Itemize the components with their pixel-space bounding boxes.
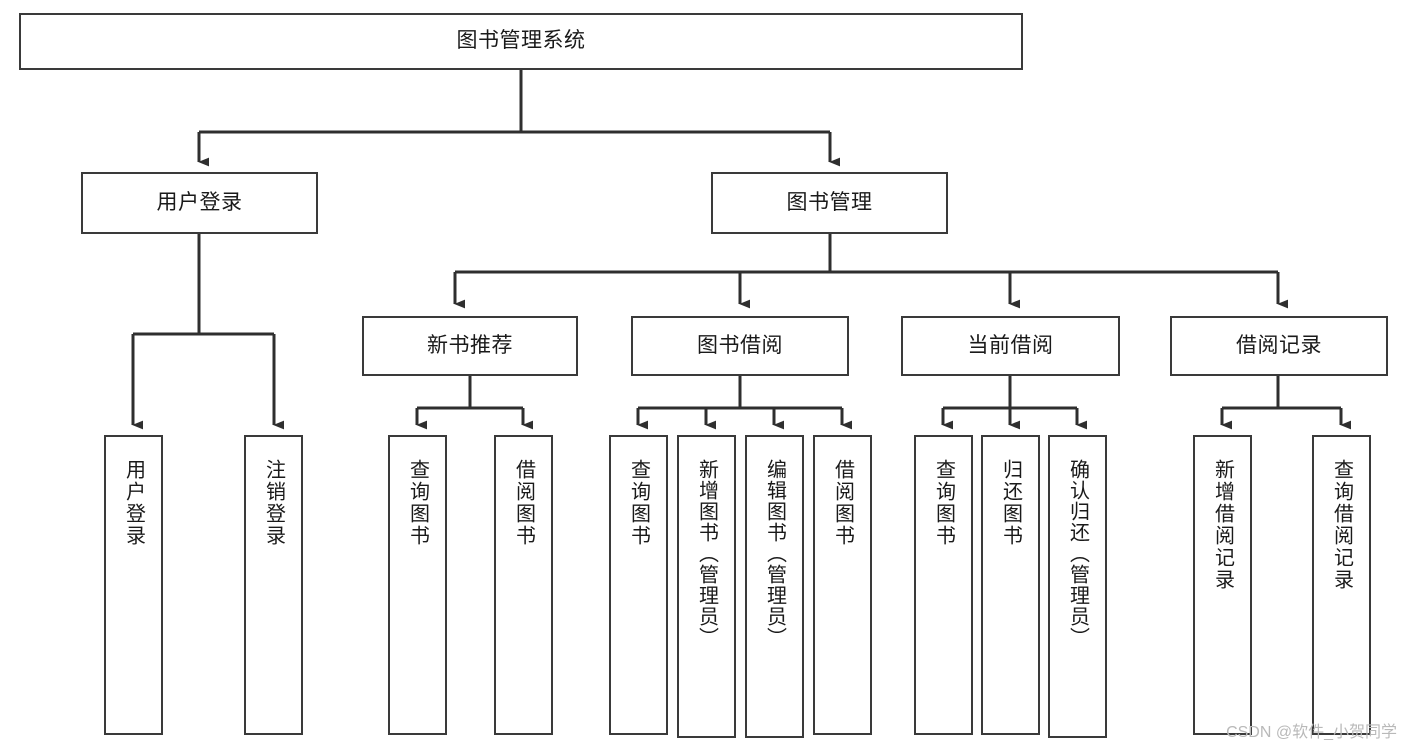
watermark-text: CSDN @软件_小贺同学 [1226, 724, 1397, 741]
node-leaf-edit-book-admin[interactable]: 编辑图书（管理员） [745, 435, 804, 738]
node-leaf-query-book-3[interactable]: 查询图书 [914, 435, 973, 735]
node-user-login[interactable]: 用户登录 [81, 172, 318, 234]
node-leaf-query-borrow-record-label: 查询借阅记录 [1330, 459, 1353, 591]
node-borrow-record-label: 借阅记录 [1236, 333, 1322, 357]
node-leaf-logout-login-label: 注销登录 [262, 459, 285, 547]
node-leaf-user-login[interactable]: 用户登录 [104, 435, 163, 735]
node-current-borrow[interactable]: 当前借阅 [901, 316, 1120, 376]
node-book-management-label: 图书管理 [786, 190, 873, 214]
node-leaf-add-book-admin-label: 新增图书（管理员） [695, 459, 718, 648]
node-leaf-borrow-book-1-label: 借阅图书 [512, 459, 535, 547]
node-borrow-record[interactable]: 借阅记录 [1170, 316, 1388, 376]
node-leaf-borrow-book-1[interactable]: 借阅图书 [494, 435, 553, 735]
node-leaf-query-book-1-label: 查询图书 [406, 459, 429, 547]
node-book-management[interactable]: 图书管理 [711, 172, 948, 234]
node-leaf-return-book[interactable]: 归还图书 [981, 435, 1040, 735]
node-user-login-label: 用户登录 [156, 190, 243, 214]
node-leaf-add-borrow-record-label: 新增借阅记录 [1211, 459, 1234, 591]
node-leaf-return-book-label: 归还图书 [999, 459, 1022, 547]
node-new-book-recommend-label: 新书推荐 [427, 333, 513, 357]
node-book-borrow-label: 图书借阅 [697, 333, 783, 357]
node-root-label: 图书管理系统 [456, 29, 586, 53]
node-leaf-query-book-2[interactable]: 查询图书 [609, 435, 668, 735]
node-leaf-query-book-3-label: 查询图书 [932, 459, 955, 547]
node-current-borrow-label: 当前借阅 [967, 333, 1054, 357]
node-leaf-borrow-book-2[interactable]: 借阅图书 [813, 435, 872, 735]
node-leaf-confirm-return-admin[interactable]: 确认归还（管理员） [1048, 435, 1107, 738]
node-leaf-query-book-1[interactable]: 查询图书 [388, 435, 447, 735]
node-book-borrow[interactable]: 图书借阅 [631, 316, 849, 376]
node-leaf-query-book-2-label: 查询图书 [627, 459, 650, 547]
node-leaf-borrow-book-2-label: 借阅图书 [831, 459, 854, 547]
node-leaf-add-borrow-record[interactable]: 新增借阅记录 [1193, 435, 1252, 735]
node-root-book-management-system[interactable]: 图书管理系统 [19, 13, 1023, 70]
node-leaf-logout-login[interactable]: 注销登录 [244, 435, 303, 735]
node-leaf-confirm-return-admin-label: 确认归还（管理员） [1066, 459, 1089, 648]
node-leaf-user-login-label: 用户登录 [122, 459, 145, 547]
node-new-book-recommend[interactable]: 新书推荐 [362, 316, 578, 376]
node-leaf-query-borrow-record[interactable]: 查询借阅记录 [1312, 435, 1371, 735]
node-leaf-add-book-admin[interactable]: 新增图书（管理员） [677, 435, 736, 738]
node-leaf-edit-book-admin-label: 编辑图书（管理员） [763, 459, 786, 648]
